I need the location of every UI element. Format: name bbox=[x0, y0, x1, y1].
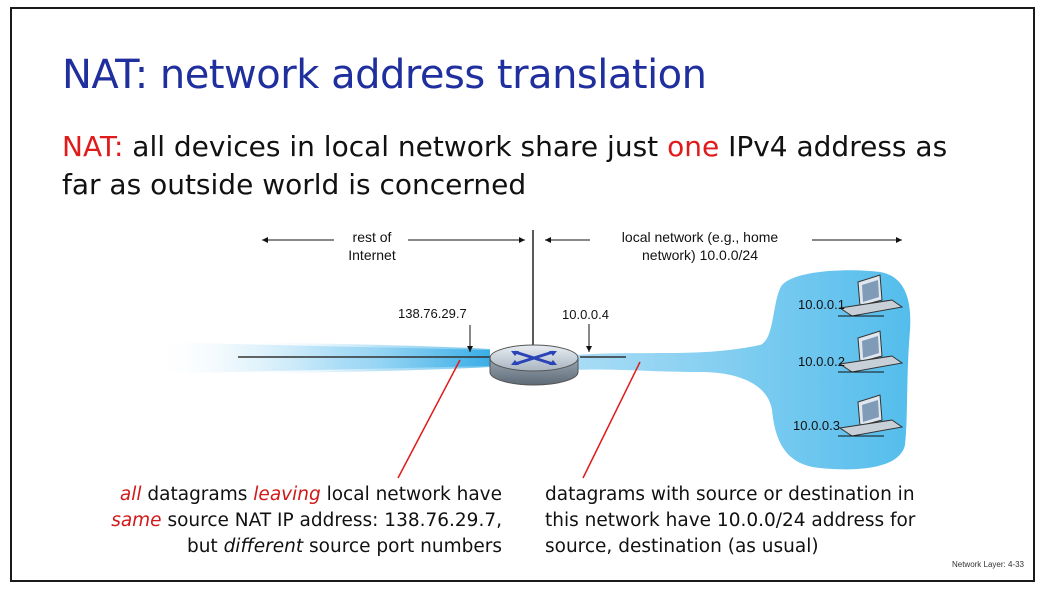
internet-label-line1: rest of bbox=[352, 229, 392, 245]
internet-label-line2: Internet bbox=[348, 247, 396, 263]
right-caption: datagrams with source or destination in … bbox=[545, 482, 1005, 560]
local-network-cloud bbox=[575, 270, 911, 470]
left-caption-text5: source port numbers bbox=[303, 536, 502, 557]
left-caption-line1: all datagrams leaving local network have bbox=[40, 482, 502, 508]
local-label-line2: network) 10.0.0/24 bbox=[642, 247, 758, 263]
slide-title: NAT: network address translation bbox=[62, 52, 707, 98]
left-caption-text2: local network have bbox=[320, 484, 502, 505]
right-caption-leader bbox=[582, 361, 641, 479]
host-2-laptop-icon bbox=[838, 330, 904, 373]
host-1-ip: 10.0.0.1 bbox=[798, 297, 845, 312]
subtitle-part1: all devices in local network share just bbox=[123, 130, 668, 163]
host-3-laptop-icon bbox=[838, 394, 904, 437]
public-ip-label: 138.76.29.7 bbox=[398, 306, 467, 321]
left-caption-word-same: same bbox=[111, 510, 162, 531]
right-caption-line1: datagrams with source or destination in bbox=[545, 484, 915, 505]
router-inner-ip-label: 10.0.0.4 bbox=[562, 307, 609, 322]
left-caption-line2: same source NAT IP address: 138.76.29.7, bbox=[40, 508, 502, 534]
host-2-ip: 10.0.0.2 bbox=[798, 354, 845, 369]
subtitle-part2: IPv4 address as far as outside world is … bbox=[62, 130, 948, 201]
internet-wedge-core bbox=[240, 342, 490, 374]
subtitle-highlight: one bbox=[667, 130, 720, 163]
right-caption-line3: source, destination (as usual) bbox=[545, 536, 819, 557]
host-3-ip: 10.0.0.3 bbox=[793, 418, 840, 433]
left-caption-text1: datagrams bbox=[141, 484, 254, 505]
left-caption-word-all: all bbox=[119, 484, 142, 505]
subtitle-lead: NAT: bbox=[62, 130, 124, 163]
left-caption-text4: but bbox=[186, 536, 224, 557]
internet-label: rest of Internet bbox=[333, 228, 411, 264]
left-caption-line3: but different source port numbers bbox=[40, 534, 502, 560]
slide-footer: Network Layer: 4-33 bbox=[951, 560, 1024, 569]
left-caption-leader bbox=[397, 359, 461, 479]
left-caption-text3: source NAT IP address: 138.76.29.7, bbox=[161, 510, 502, 531]
local-network-label: local network (e.g., home network) 10.0.… bbox=[585, 228, 815, 264]
left-caption: all datagrams leaving local network have… bbox=[40, 482, 502, 560]
slide-subtitle: NAT: all devices in local network share … bbox=[62, 128, 992, 204]
local-label-line1: local network (e.g., home bbox=[621, 229, 779, 245]
host-1-laptop-icon bbox=[838, 274, 904, 317]
left-caption-word-leaving: leaving bbox=[253, 484, 321, 505]
left-caption-word-different: different bbox=[223, 536, 304, 557]
right-caption-line2: this network have 10.0.0/24 address for bbox=[545, 510, 916, 531]
nat-router-icon bbox=[489, 344, 579, 386]
